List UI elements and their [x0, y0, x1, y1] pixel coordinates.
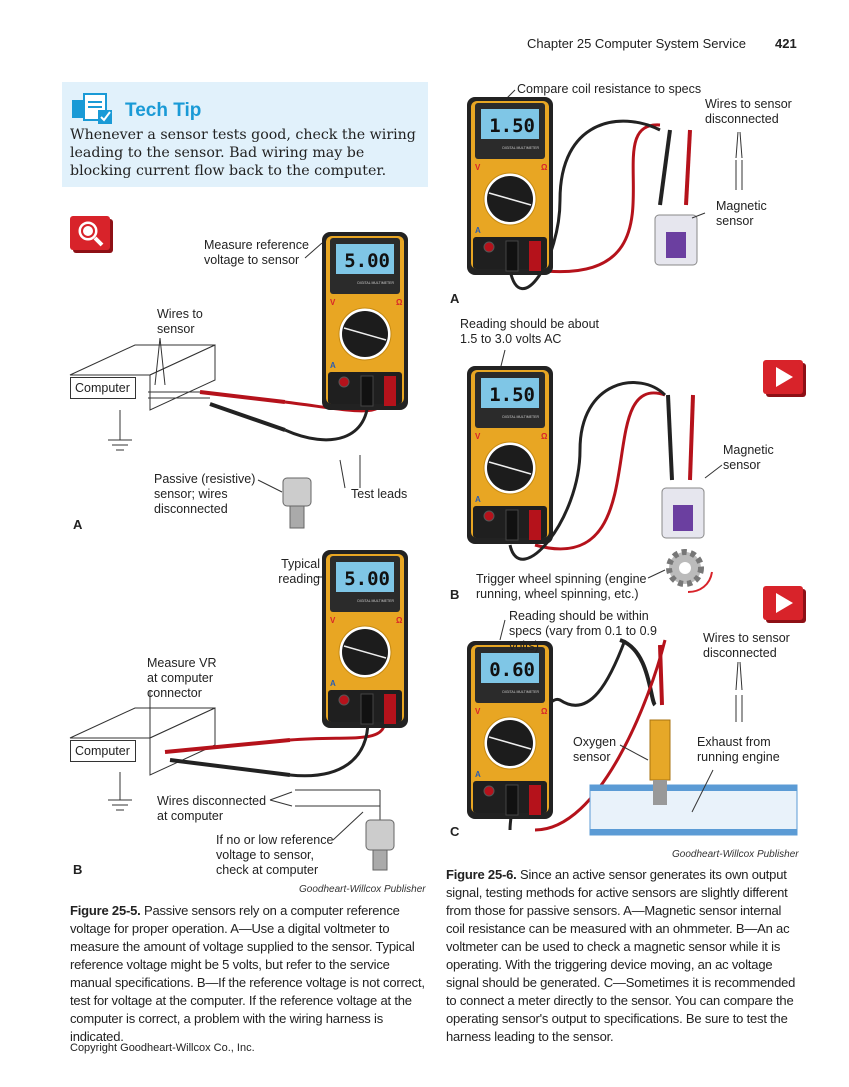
- passive-sensor-icon: [282, 477, 312, 529]
- svg-text:V: V: [330, 616, 336, 625]
- caption-label: Figure 25-6.: [446, 867, 517, 882]
- figure-letter-c: C: [450, 824, 460, 839]
- svg-text:V: V: [475, 432, 481, 441]
- lcd-display: [336, 244, 394, 274]
- meter-brand: DIGITAL MULTIMETER: [502, 690, 539, 694]
- meter-brand: DIGITAL MULTIMETER: [502, 415, 539, 419]
- multimeter: 0.60 DIGITAL MULTIMETER V Ω A: [467, 641, 553, 819]
- meter-brand: DIGITAL MULTIMETER: [502, 146, 539, 150]
- multimeter: 1.50 DIGITAL MULTIMETER V Ω A: [467, 97, 553, 275]
- label-reading-specs: Reading should be within specs (vary fro…: [509, 609, 657, 653]
- caption-text: Passive sensors rely on a computer refer…: [70, 903, 425, 1044]
- label-magnetic-sensor: Magnetic sensor: [716, 199, 767, 228]
- play-icon[interactable]: [763, 586, 803, 620]
- meter-reading: 5.00: [344, 568, 390, 590]
- com-jack: [505, 509, 519, 541]
- multimeter: 5.00 DIGITAL MULTIMETER V Ω A: [322, 232, 408, 410]
- figure-caption-25-5: Figure 25-5. Passive sensors rely on a c…: [70, 902, 426, 1046]
- svg-text:Ω: Ω: [541, 707, 548, 716]
- svg-text:A: A: [475, 226, 481, 235]
- meter-brand: DIGITAL MULTIMETER: [357, 599, 394, 603]
- svg-text:Ω: Ω: [541, 432, 548, 441]
- meter-reading: 1.50: [489, 115, 535, 137]
- label-if-no-reference: If no or low reference voltage to sensor…: [216, 833, 334, 877]
- clipboard-check-icon: [72, 93, 112, 124]
- lcd-display: [336, 562, 394, 592]
- label-wires-to-sensor: Wires to sensor: [157, 307, 203, 336]
- meter-reading: 0.60: [489, 659, 535, 681]
- label-typical-reading: Typical reading: [278, 557, 320, 586]
- svg-text:Ω: Ω: [541, 163, 548, 172]
- figure-letter-b: B: [73, 862, 83, 877]
- label-oxygen-sensor: Oxygen sensor: [573, 735, 617, 764]
- oxygen-sensor-icon: [649, 719, 671, 805]
- svg-text:Ω: Ω: [396, 298, 403, 307]
- svg-text:Ω: Ω: [396, 616, 403, 625]
- magnify-icon[interactable]: [70, 216, 110, 250]
- svg-text:A: A: [330, 361, 336, 370]
- meter-brand: DIGITAL MULTIMETER: [357, 281, 394, 285]
- figure-letter-a: A: [450, 291, 460, 306]
- svg-text:A: A: [330, 679, 336, 688]
- label-magnetic-sensor: Magnetic sensor: [723, 443, 774, 472]
- lcd-display: [481, 109, 539, 139]
- page-number: 421: [775, 36, 797, 51]
- label-wires-disconnected: Wires to sensor disconnected: [705, 97, 792, 126]
- com-jack: [505, 784, 519, 816]
- svg-text:A: A: [475, 770, 481, 779]
- credit: Goodheart-Willcox Publisher: [672, 849, 799, 860]
- figure-letter-b: B: [450, 587, 460, 602]
- label-trigger-wheel: Trigger wheel spinning (engine running, …: [476, 572, 647, 601]
- svg-text:V: V: [475, 707, 481, 716]
- volt-ohm-jack: [384, 376, 396, 406]
- figure-caption-25-6: Figure 25-6. Since an active sensor gene…: [446, 866, 802, 1046]
- svg-text:V: V: [330, 298, 336, 307]
- tech-tip-text: Whenever a sensor tests good, check the …: [70, 127, 416, 179]
- play-icon[interactable]: [763, 360, 803, 394]
- lcd-display: [481, 653, 539, 683]
- com-jack: [360, 693, 374, 725]
- figure-letter-a: A: [73, 517, 83, 532]
- label-test-leads: Test leads: [351, 487, 408, 501]
- svg-text:A: A: [475, 495, 481, 504]
- trigger-wheel-icon: [666, 549, 704, 587]
- volt-ohm-jack: [529, 241, 541, 271]
- label-measure-vr: Measure VR at computer connector: [147, 656, 217, 700]
- computer-label: Computer: [70, 377, 136, 399]
- label-measure-reference: Measure reference voltage to sensor: [204, 238, 309, 267]
- meter-reading: 5.00: [344, 250, 390, 272]
- credit: Goodheart-Willcox Publisher: [299, 884, 426, 895]
- computer-label: Computer: [70, 740, 136, 762]
- magnetic-sensor-a-icon: [654, 214, 698, 266]
- tech-tip-box: Tech Tip Whenever a sensor tests good, c…: [62, 82, 428, 187]
- caption-label: Figure 25-5.: [70, 903, 141, 918]
- lcd-display: [481, 378, 539, 408]
- meter-reading: 1.50: [489, 384, 535, 406]
- multimeter: 5.00 DIGITAL MULTIMETER V Ω A: [322, 550, 408, 728]
- svg-text:V: V: [475, 163, 481, 172]
- label-reading-ac: Reading should be about 1.5 to 3.0 volts…: [460, 317, 600, 346]
- volt-ohm-jack: [384, 694, 396, 724]
- caption-text: Since an active sensor generates its own…: [446, 867, 796, 1044]
- volt-ohm-jack: [529, 785, 541, 815]
- chapter-title: Chapter 25 Computer System Service: [527, 36, 746, 51]
- com-jack: [505, 240, 519, 272]
- tech-tip-title: Tech Tip: [125, 100, 202, 121]
- label-exhaust: Exhaust from running engine: [697, 735, 780, 764]
- multimeter: 1.50 DIGITAL MULTIMETER V Ω A: [467, 366, 553, 544]
- com-jack: [360, 375, 374, 407]
- label-wires-disconnected: Wires to sensor disconnected: [703, 631, 790, 660]
- label-compare-coil: Compare coil resistance to specs: [517, 82, 702, 96]
- volt-ohm-jack: [529, 510, 541, 540]
- copyright-footer: Copyright Goodheart-Willcox Co., Inc.: [70, 1042, 255, 1054]
- label-wires-disconnected: Wires disconnected at computer: [157, 794, 267, 823]
- label-passive-sensor: Passive (resistive) sensor; wires discon…: [154, 472, 256, 516]
